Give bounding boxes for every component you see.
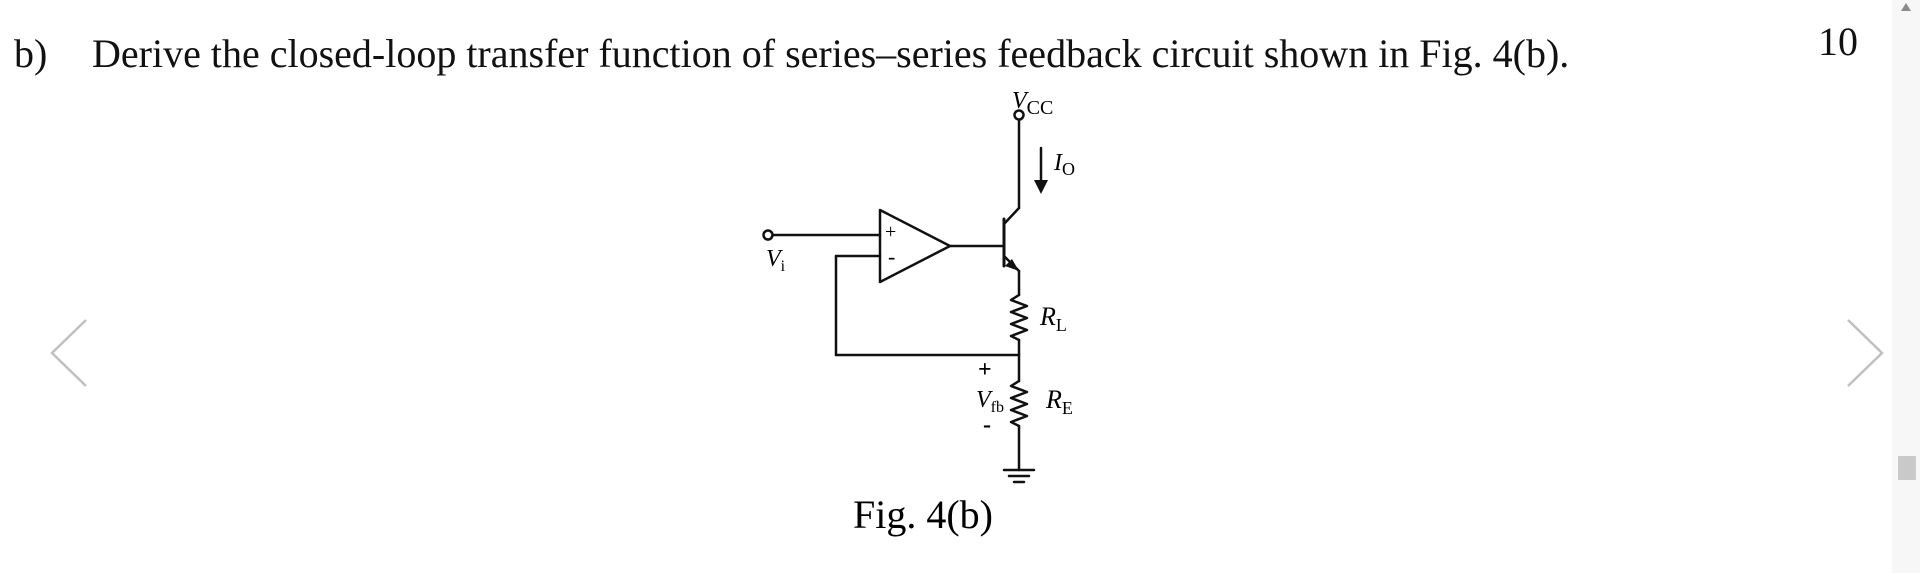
vertical-scrollbar[interactable]: [1892, 0, 1920, 573]
vi-label: Vi: [766, 246, 786, 275]
re-label: RE: [1045, 385, 1073, 418]
vcc-label: VCC: [1012, 88, 1053, 119]
opamp-plus-label: +: [885, 221, 896, 243]
emitter-arrow-head: [1005, 259, 1019, 271]
chevron-left-icon[interactable]: [44, 315, 96, 390]
vfb-minus-label: -: [983, 412, 991, 438]
chevron-right-icon[interactable]: [1838, 315, 1890, 390]
io-arrow-head: [1034, 180, 1048, 194]
op-amp: [878, 208, 952, 284]
triangle-up-icon[interactable]: [1900, 2, 1912, 12]
vfb-label: Vfb: [976, 387, 1004, 416]
collector-lead: [1002, 206, 1021, 226]
question-marks: 10: [1818, 19, 1858, 64]
figure-caption: Fig. 4(b): [853, 492, 993, 537]
vi-terminal: [762, 229, 774, 241]
rl-resistor: [1009, 293, 1029, 342]
question-label: b): [14, 31, 48, 76]
question-text: Derive the closed-loop transfer function…: [92, 31, 1570, 76]
opamp-minus-label: -: [888, 244, 895, 269]
vfb-plus-label: +: [978, 357, 992, 383]
scrollbar-thumb[interactable]: [1898, 456, 1916, 480]
rl-label: RL: [1039, 302, 1067, 335]
io-label: IO: [1053, 150, 1075, 179]
re-resistor: [1009, 379, 1029, 428]
